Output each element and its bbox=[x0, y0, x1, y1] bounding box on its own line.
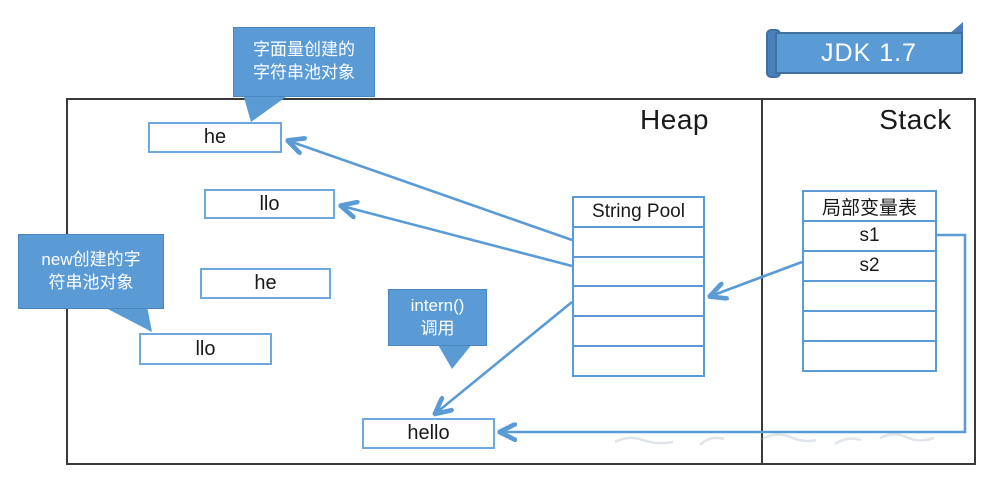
string-box-hello: hello bbox=[362, 418, 495, 449]
string-pool-slot bbox=[574, 347, 703, 375]
callout-literal-line1: 字面量创建的 bbox=[253, 40, 355, 60]
callout-intern-line2: 调用 bbox=[420, 318, 455, 338]
heap-region-label: Heap bbox=[640, 104, 709, 135]
string-box-he-new: he bbox=[200, 268, 331, 299]
local-var-slot bbox=[804, 312, 935, 342]
callout-intern-line1: intern() bbox=[410, 295, 465, 315]
string-pool-table: String Pool bbox=[572, 196, 705, 377]
string-box-he-literal: he bbox=[148, 122, 282, 153]
string-pool-slot bbox=[574, 287, 703, 318]
local-var-slot bbox=[804, 342, 935, 370]
heap-stack-divider bbox=[761, 98, 763, 465]
local-var-header: 局部变量表 bbox=[804, 192, 935, 222]
string-pool-header: String Pool bbox=[574, 198, 703, 228]
string-pool-slot bbox=[574, 228, 703, 258]
string-box-llo-literal: llo bbox=[204, 189, 335, 219]
stack-region-label: Stack bbox=[879, 104, 952, 135]
jdk-version-banner: JDK 1.7 bbox=[775, 32, 963, 74]
string-pool-slot bbox=[574, 317, 703, 348]
callout-literal-line2: 字符串池对象 bbox=[253, 63, 355, 82]
callout-intern-call: intern() 调用 bbox=[388, 289, 487, 346]
local-variable-table: 局部变量表 s1 s2 bbox=[802, 190, 937, 372]
callout-literal-created: 字面量创建的 字符串池对象 bbox=[233, 27, 375, 97]
string-box-llo-new: llo bbox=[139, 333, 272, 365]
callout-new-line2: 符串池对象 bbox=[48, 272, 134, 292]
string-pool-slot bbox=[574, 258, 703, 288]
local-var-slot-s1: s1 bbox=[804, 222, 935, 252]
local-var-slot-s2: s2 bbox=[804, 252, 935, 282]
callout-new-created: new创建的字 符串池对象 bbox=[18, 234, 164, 309]
callout-new-line1: new创建的字 bbox=[41, 249, 141, 269]
local-var-slot bbox=[804, 282, 935, 312]
